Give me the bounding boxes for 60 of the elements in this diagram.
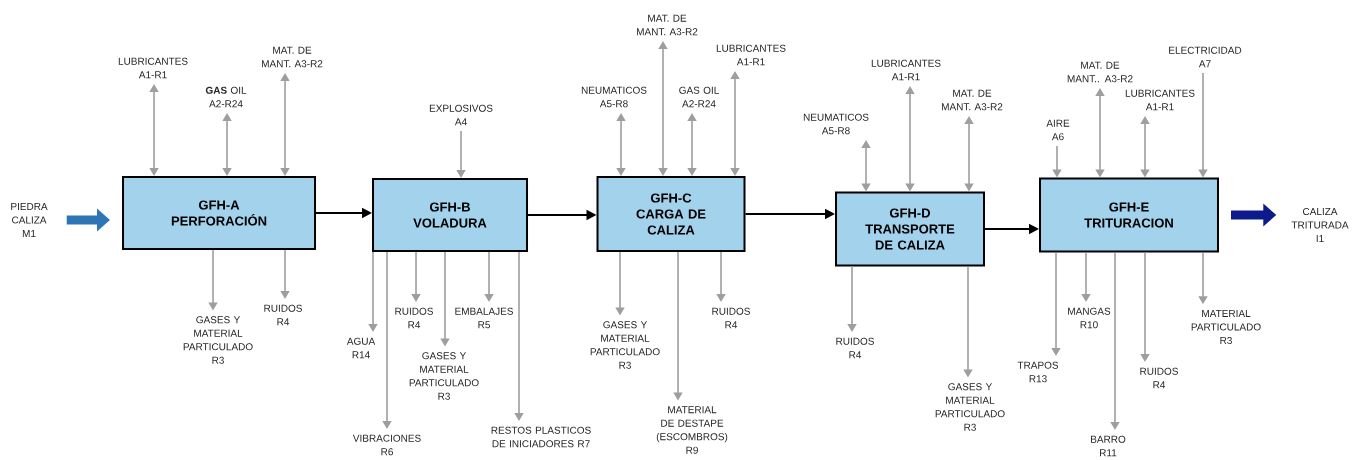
- flow-label: MAT. DE MANT.. A3-R2: [1067, 61, 1133, 83]
- arrow: [411, 251, 421, 302]
- arrow: [280, 249, 290, 299]
- arrow: [382, 251, 392, 429]
- arrow: [1140, 251, 1150, 362]
- double-arrow: [280, 73, 290, 176]
- double-arrow: [222, 113, 232, 176]
- flow-label: AIRE A6: [1046, 119, 1070, 141]
- flow-label: AGUA R14: [346, 337, 376, 359]
- flow-label: RUIDOS R4: [712, 307, 750, 329]
- arrow: [514, 251, 524, 421]
- flow-label: MANGAS R10: [1068, 307, 1111, 329]
- flow-label: CALIZA TRITURADA I1: [1291, 208, 1349, 242]
- flow-label: EMBALAJES R5: [455, 307, 513, 329]
- arrow: [456, 130, 466, 178]
- arrow: [847, 265, 857, 332]
- flow-label: MAT. DE MANT. A3-R2: [262, 46, 323, 68]
- flow-label: GAS OIL A2-R24: [679, 86, 719, 108]
- flow-label: NEUMATICOS A5-R8: [803, 113, 869, 135]
- flow-label: GASES Y MATERIAL PARTICULADO R3: [590, 321, 660, 369]
- arrow: [1110, 251, 1120, 430]
- process-box: GFH-C CARGA DE CALIZA: [596, 176, 746, 252]
- arrow: [716, 251, 726, 302]
- arrow: [484, 251, 494, 302]
- arrow: [368, 251, 378, 332]
- flow-label: RESTOS PLASTICOS DE INICIADORES R7: [491, 426, 591, 448]
- flow-label: BARRO R11: [1091, 435, 1126, 457]
- double-arrow: [149, 84, 159, 176]
- double-arrow: [658, 41, 668, 176]
- flow-label: RUIDOS R4: [836, 337, 874, 359]
- process-box: GFH-A PERFORACIÓN: [122, 176, 316, 250]
- flow-label: LUBRICANTES A1-R1: [871, 59, 941, 81]
- flow-label: GASES Y MATERIAL PARTICULADO R3: [183, 316, 253, 364]
- double-arrow: [730, 71, 740, 176]
- double-arrow: [616, 113, 626, 176]
- flow-label: GASES Y MATERIAL PARTICULADO R3: [935, 383, 1005, 431]
- process-box: GFH-D TRANSPORTE DE CALIZA: [835, 191, 985, 267]
- flow-label: LUBRICANTES A1-R1: [1125, 89, 1195, 111]
- process-box: GFH-B VOLADURA: [372, 178, 528, 252]
- flow-label: TRAPOS R13: [1017, 361, 1059, 383]
- flow-label: LUBRICANTES A1-R1: [118, 57, 188, 79]
- flow-label: NEUMATICOS A5-R8: [581, 86, 647, 108]
- flow-label: LUBRICANTES A1-R1: [716, 44, 786, 66]
- flow-label: MAT. DE MANT. A3-R2: [637, 14, 698, 36]
- flow-label: EXPLOSIVOS A4: [429, 104, 493, 126]
- process-box: GFH-E TRITURACION: [1039, 177, 1219, 253]
- arrow: [1051, 251, 1061, 356]
- flow-label: MAT. DE MANT. A3-R2: [942, 89, 1003, 111]
- flow-label: ELECTRICIDAD A7: [1169, 46, 1242, 68]
- flow-label: RUIDOS R4: [1140, 367, 1178, 389]
- flow-label: VIBRACIONES R6: [352, 434, 421, 456]
- flow-label: GASES Y MATERIAL PARTICULADO R3: [409, 352, 479, 400]
- flow-label: MATERIAL DE DESTAPE (ESCOMBROS) R9: [656, 406, 728, 454]
- flow-label: GAS OIL A2-R24: [205, 86, 247, 108]
- arrow: [1081, 251, 1091, 302]
- flow-label: MATERIAL PARTICULADO R3: [1191, 310, 1261, 344]
- flow-label: PIEDRA CALIZA M1: [11, 203, 48, 237]
- double-arrow: [687, 113, 697, 176]
- flow-label: RUIDOS R4: [395, 307, 433, 329]
- flow-label: RUIDOS R4: [264, 304, 302, 326]
